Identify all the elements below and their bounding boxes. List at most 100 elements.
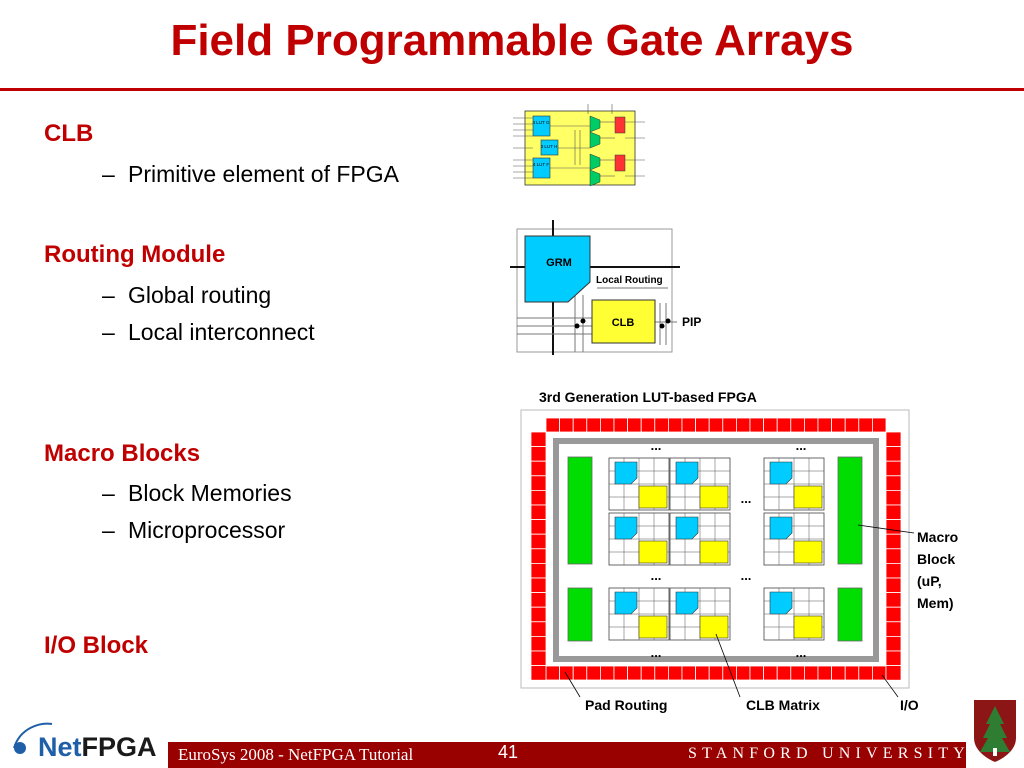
- io-pad: [572, 417, 588, 433]
- io-pad: [872, 417, 887, 433]
- io-pad: [572, 665, 588, 681]
- ellipsis: ...: [796, 645, 807, 660]
- grm-tile: [769, 461, 793, 485]
- ellipsis: ...: [651, 645, 662, 660]
- lut-g-label: 4 LUT G: [533, 120, 550, 125]
- io-pad: [530, 621, 547, 637]
- macro-block-right-bottom: [837, 587, 863, 642]
- heading-routing-module: Routing Module: [44, 241, 226, 268]
- clb-matrix: [608, 457, 825, 641]
- io-pad: [627, 417, 642, 433]
- io-pad: [530, 563, 547, 579]
- clb-tile: [793, 485, 823, 509]
- io-pad: [668, 665, 683, 681]
- item-global-routing: –Global routing: [102, 282, 271, 309]
- lut-h-label: 3 LUT H: [541, 144, 558, 149]
- io-pad: [695, 665, 710, 681]
- item-text: Block Memories: [128, 480, 292, 506]
- footer-university: STANFORD UNIVERSITY: [688, 745, 970, 762]
- grm-tile: [675, 591, 699, 615]
- io-pad: [885, 460, 902, 477]
- bullet-dash: –: [102, 480, 115, 506]
- item-text: Global routing: [128, 282, 272, 308]
- macro-block-right-top: [837, 456, 863, 565]
- io-pad: [600, 417, 615, 433]
- io-pad: [885, 577, 902, 594]
- item-text: Microprocessor: [128, 517, 286, 543]
- io-pad: [627, 665, 642, 681]
- bullet-dash: –: [102, 319, 115, 345]
- io-pad: [545, 665, 561, 681]
- io-pad: [640, 417, 656, 433]
- clb-matrix-label: CLB Matrix: [746, 697, 820, 713]
- clb-tile: [699, 540, 729, 564]
- heading-io-block: I/O Block: [44, 632, 149, 659]
- io-pad: [817, 665, 833, 681]
- clb-tile: [638, 615, 668, 639]
- grm-tile: [769, 516, 793, 540]
- io-pad: [885, 548, 902, 564]
- io-pad: [530, 475, 547, 491]
- io-pad: [559, 665, 574, 681]
- io-pad: [530, 577, 547, 594]
- lut-h: [540, 139, 559, 156]
- macro-label-line: Block: [917, 551, 955, 567]
- io-pad: [776, 417, 792, 433]
- io-pad: [722, 665, 737, 681]
- local-routing-label: Local Routing: [596, 275, 663, 286]
- logo-net: Net: [38, 732, 82, 762]
- io-pad: [776, 665, 792, 681]
- io-pad: [844, 665, 860, 681]
- io-pad: [530, 665, 547, 681]
- clb-tile: [638, 485, 668, 509]
- slide-title: Field Programmable Gate Arrays: [170, 16, 854, 65]
- page-number: 41: [498, 742, 519, 762]
- pip-label: PIP: [682, 315, 701, 329]
- io-pad: [817, 417, 833, 433]
- io-pad: [530, 431, 547, 448]
- clb-tile: [793, 615, 823, 639]
- grm-tile: [614, 591, 638, 615]
- item-text: Primitive element of FPGA: [128, 161, 399, 187]
- item-local-interconnect: –Local interconnect: [102, 319, 315, 346]
- io-pad: [708, 665, 724, 681]
- io-pad: [530, 636, 547, 652]
- io-pad: [695, 417, 710, 433]
- macro-label-line: (uP,: [917, 573, 942, 589]
- grm-tile: [614, 516, 638, 540]
- io-pad: [530, 548, 547, 564]
- io-pad: [885, 636, 902, 652]
- bullet-dash: –: [102, 517, 115, 543]
- io-pad: [654, 665, 669, 681]
- io-pad: [885, 665, 902, 681]
- item-primitive-element: –Primitive element of FPGA: [102, 161, 399, 188]
- io-pad: [885, 446, 902, 462]
- ellipsis: ...: [796, 438, 807, 453]
- io-pad: [885, 431, 902, 448]
- io-pad: [885, 489, 902, 506]
- io-pad: [530, 460, 547, 477]
- pad-routing-label: Pad Routing: [585, 697, 667, 713]
- grm-tile: [769, 591, 793, 615]
- io-pad: [708, 417, 724, 433]
- item-block-memories: –Block Memories: [102, 480, 292, 507]
- clb-tile: [699, 615, 729, 639]
- item-text: Local interconnect: [128, 319, 315, 345]
- io-pad: [885, 650, 902, 667]
- io-pad: [530, 489, 547, 506]
- grm-tile: [675, 461, 699, 485]
- grm-label: GRM: [546, 257, 572, 269]
- clb-block: [591, 299, 656, 344]
- io-pad: [736, 417, 751, 433]
- io-pad: [749, 665, 765, 681]
- io-pad: [858, 665, 873, 681]
- io-pad: [885, 504, 902, 521]
- ellipsis: ...: [741, 491, 752, 506]
- io-pad: [763, 417, 778, 433]
- io-pad: [681, 417, 697, 433]
- io-pad: [600, 665, 615, 681]
- macro-label-line: Mem): [917, 595, 954, 611]
- fpga-diagram: 3rd Generation LUT-based FPGA ... ... ..…: [520, 389, 958, 713]
- heading-clb: CLB: [44, 120, 94, 147]
